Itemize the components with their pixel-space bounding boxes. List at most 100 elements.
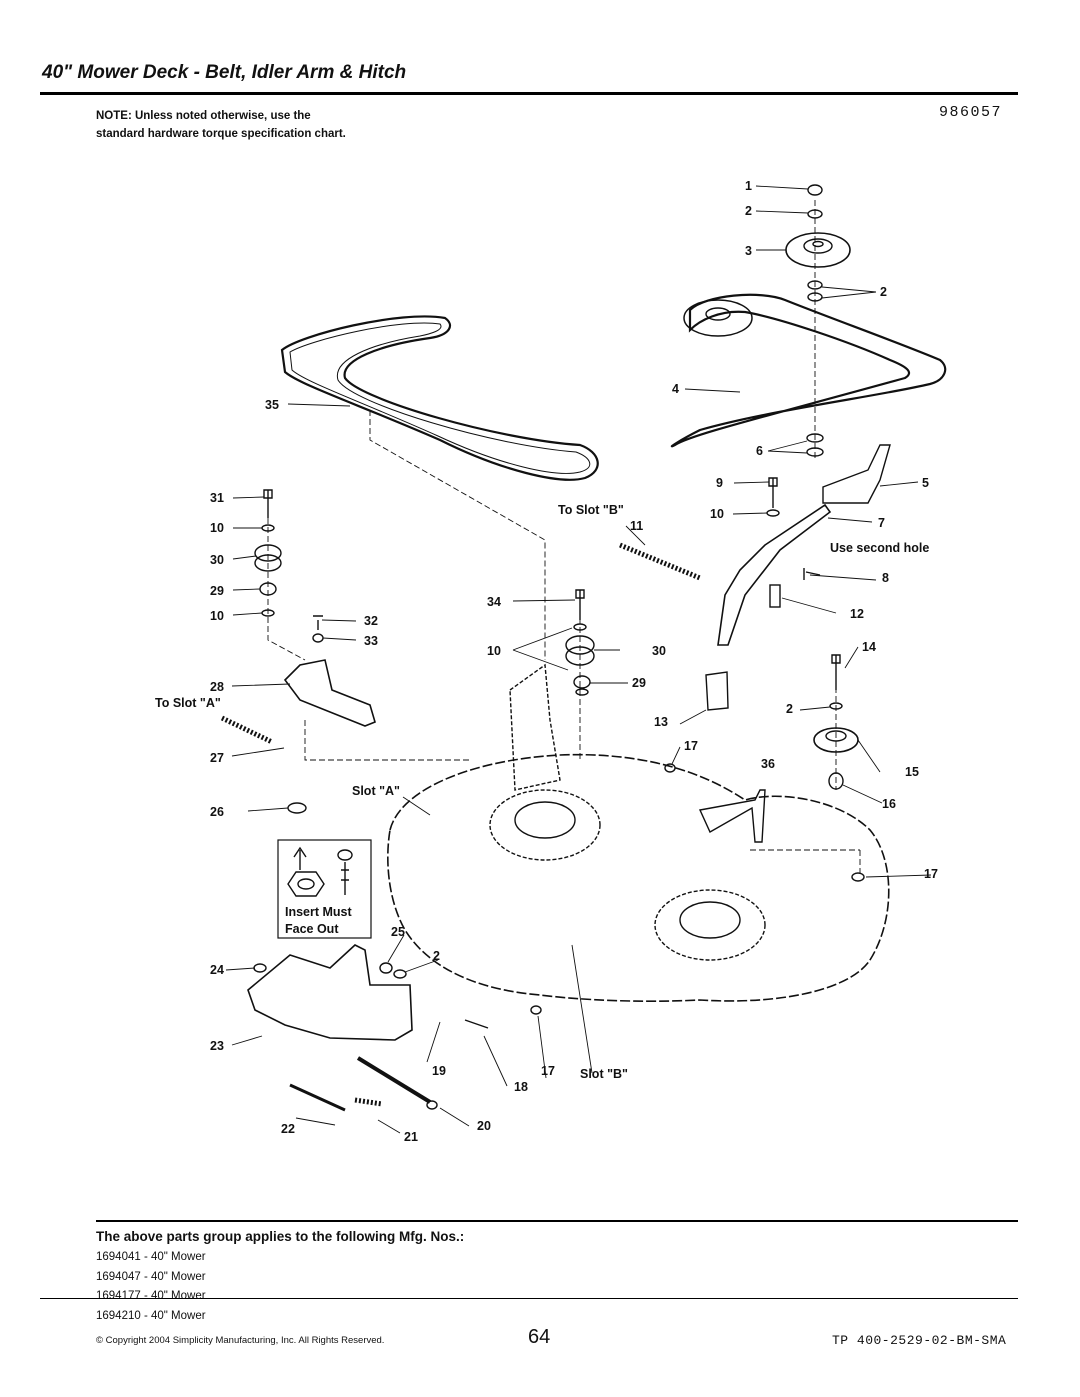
document-code: TP 400-2529-02-BM-SMA (832, 1333, 1007, 1348)
callout-18: 18 (514, 1080, 528, 1094)
callout-27: 27 (210, 751, 224, 765)
bracket-36 (698, 789, 766, 843)
label-slot-a: Slot "A" (352, 784, 400, 798)
callout-28: 28 (210, 680, 224, 694)
spring-27 (220, 715, 274, 745)
page-title: 40" Mower Deck - Belt, Idler Arm & Hitch (42, 62, 407, 83)
label-to-slot-a: To Slot "A" (155, 696, 221, 710)
nut-17b (851, 872, 865, 882)
callout-22: 22 (281, 1122, 295, 1136)
mower-deck (387, 753, 890, 1002)
diagram-number: 986057 (939, 104, 1003, 121)
washer-10b (766, 509, 780, 517)
idler-arm-7 (717, 503, 832, 646)
callout-25: 25 (391, 925, 405, 939)
insert-nut-25 (379, 962, 393, 974)
bolt-18 (464, 1019, 489, 1029)
callout-32: 32 (364, 614, 378, 628)
nut-17c (530, 1005, 542, 1015)
pin-20 (426, 1100, 438, 1110)
mfg-number-item: 1694047 - 40" Mower (96, 1270, 206, 1283)
footer-rule (40, 1298, 1018, 1299)
insert-note-box (277, 839, 372, 939)
callout-20: 20 (477, 1119, 491, 1133)
callout-13: 13 (654, 715, 668, 729)
callout-30: 30 (210, 553, 224, 567)
callout-30: 30 (652, 644, 666, 658)
callout-8: 8 (882, 571, 889, 585)
callout-5: 5 (922, 476, 929, 490)
grommet-26 (287, 802, 307, 814)
callout-29: 29 (632, 676, 646, 690)
mfg-number-item: 1694210 - 40" Mower (96, 1309, 206, 1322)
callout-33: 33 (364, 634, 378, 648)
callout-10: 10 (710, 507, 724, 521)
bumper-13 (705, 671, 729, 711)
applies-rule (96, 1220, 1018, 1222)
callout-2: 2 (433, 949, 440, 963)
bolt-9 (768, 477, 778, 508)
hitch-bracket-23 (247, 944, 413, 1041)
callout-6: 6 (756, 444, 763, 458)
spacer-12 (769, 584, 781, 608)
pulley-3 (785, 232, 851, 268)
callout-12: 12 (850, 607, 864, 621)
callout-9: 9 (716, 476, 723, 490)
spindle-right (654, 889, 766, 961)
callout-17: 17 (684, 739, 698, 753)
mfg-number-item: 1694041 - 40" Mower (96, 1251, 206, 1263)
mfg-number-item: 1694177 - 40" Mower (96, 1290, 206, 1302)
washer-2d (393, 969, 407, 979)
callout-10: 10 (487, 644, 501, 658)
copyright-text: © Copyright 2004 Simplicity Manufacturin… (96, 1335, 385, 1346)
callout-19: 19 (432, 1064, 446, 1078)
callout-26: 26 (210, 805, 224, 819)
deck-belt-4 (670, 293, 947, 448)
callout-15: 15 (905, 765, 919, 779)
spacer-29b (573, 675, 591, 689)
applies-heading: The above parts group applies to the fol… (96, 1229, 465, 1244)
drive-belt-35 (280, 315, 599, 481)
mfg-number-list: 1694041 - 40" Mower 1694047 - 40" Mower … (96, 1248, 206, 1326)
label-to-slot-b: To Slot "B" (558, 503, 624, 517)
callout-3: 3 (745, 244, 752, 258)
callout-2: 2 (880, 285, 887, 299)
label-use-second-hole: Use second hole (830, 541, 929, 555)
rod-19 (356, 1056, 432, 1104)
label-slot-b: Slot "B" (580, 1067, 628, 1081)
nut-24 (253, 963, 267, 973)
label-face-out: Face Out (285, 922, 339, 936)
bolt-8 (803, 568, 821, 580)
spindle-left (489, 789, 601, 861)
callout-29: 29 (210, 584, 224, 598)
callout-16: 16 (882, 797, 896, 811)
idler-arm-28 (283, 659, 376, 727)
callout-36: 36 (761, 757, 775, 771)
callout-2: 2 (786, 702, 793, 716)
spring-21 (354, 1097, 383, 1107)
adjuster-22 (289, 1083, 346, 1112)
callout-10: 10 (210, 521, 224, 535)
callout-31: 31 (210, 491, 224, 505)
callout-34: 34 (487, 595, 501, 609)
nut-33 (312, 633, 324, 643)
callout-10: 10 (210, 609, 224, 623)
exploded-parts-diagram: 1 2 3 2 4 35 6 9 5 31 10 10 7 To Slot "B… (155, 179, 947, 1144)
callout-7: 7 (878, 516, 885, 530)
callout-23: 23 (210, 1039, 224, 1053)
nut-17a (664, 763, 676, 773)
nut-1 (807, 184, 823, 196)
callout-2: 2 (745, 204, 752, 218)
page-number: 64 (528, 1326, 551, 1348)
torque-note: NOTE: Unless noted otherwise, use the st… (96, 110, 346, 140)
spring-11 (619, 542, 701, 581)
callout-11: 11 (630, 519, 643, 533)
bolt-32 (313, 615, 323, 630)
callout-35: 35 (265, 398, 279, 412)
callout-14: 14 (862, 640, 876, 654)
callout-21: 21 (404, 1130, 418, 1144)
label-insert-must: Insert Must (285, 905, 353, 919)
callout-4: 4 (672, 382, 679, 396)
callout-17: 17 (541, 1064, 555, 1078)
callout-24: 24 (210, 963, 224, 977)
